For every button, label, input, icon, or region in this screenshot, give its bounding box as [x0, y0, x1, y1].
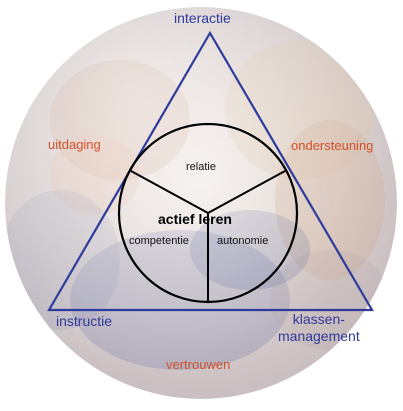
inner-label-competentie: competentie — [129, 235, 189, 247]
spoke-left — [130, 170, 209, 214]
edge-label-ondersteuning: ondersteuning — [291, 138, 374, 153]
vertex-label-interactie: interactie — [174, 10, 231, 26]
edge-label-uitdaging: uitdaging — [48, 137, 101, 152]
vertex-label-klassen-line1: klassen- — [292, 311, 345, 327]
background-photo — [5, 7, 397, 399]
vertex-label-instructie: instructie — [56, 313, 113, 329]
vertex-label-klassen-line2: management — [278, 328, 360, 344]
inner-label-autonomie: autonomie — [217, 235, 269, 247]
center-label-actief-leren: actief leren — [158, 211, 232, 227]
edge-label-vertrouwen: vertrouwen — [166, 357, 231, 372]
spoke-right — [207, 170, 286, 214]
inner-label-relatie: relatie — [186, 161, 216, 173]
vertex-label-klassenmanagement: klassen- management — [278, 311, 360, 345]
